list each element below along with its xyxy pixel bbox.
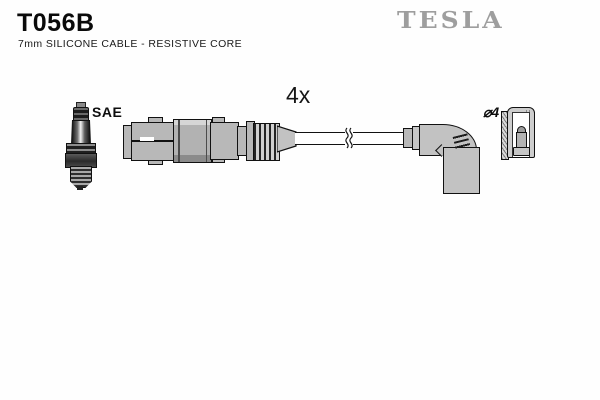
boot-neck-taper: [277, 125, 297, 153]
spark-plug-terminal-nut: [73, 107, 89, 122]
elbow-lower-body: [443, 147, 480, 194]
quantity-label: 4x: [286, 82, 311, 108]
boot-rear-block: [210, 122, 239, 160]
terminal-diameter-label: ⌀4: [483, 104, 500, 120]
boot-main-body: [173, 119, 212, 163]
spark-plug-thread: [70, 166, 92, 188]
product-subtitle: 7mm SILICONE CABLE - RESISTIVE CORE: [18, 38, 243, 50]
tesla-brand-logo: TESLA: [397, 7, 505, 34]
spark-plug-insulator: [71, 120, 91, 145]
spark-plug-electrode: [77, 186, 83, 190]
boot-socket-block: [131, 122, 175, 161]
boot-highlight-mark: [140, 137, 154, 141]
product-code: T056B: [17, 9, 95, 37]
boot-seam-line: [178, 120, 180, 162]
cap-terminal-base: [513, 147, 530, 156]
boot-seam-line: [205, 120, 207, 162]
spark-plug-hex-body: [65, 153, 97, 168]
boot-bellows-ribs: [253, 123, 280, 161]
sae-standard-label: SAE: [92, 104, 123, 120]
cable-break-icon: [345, 126, 353, 150]
